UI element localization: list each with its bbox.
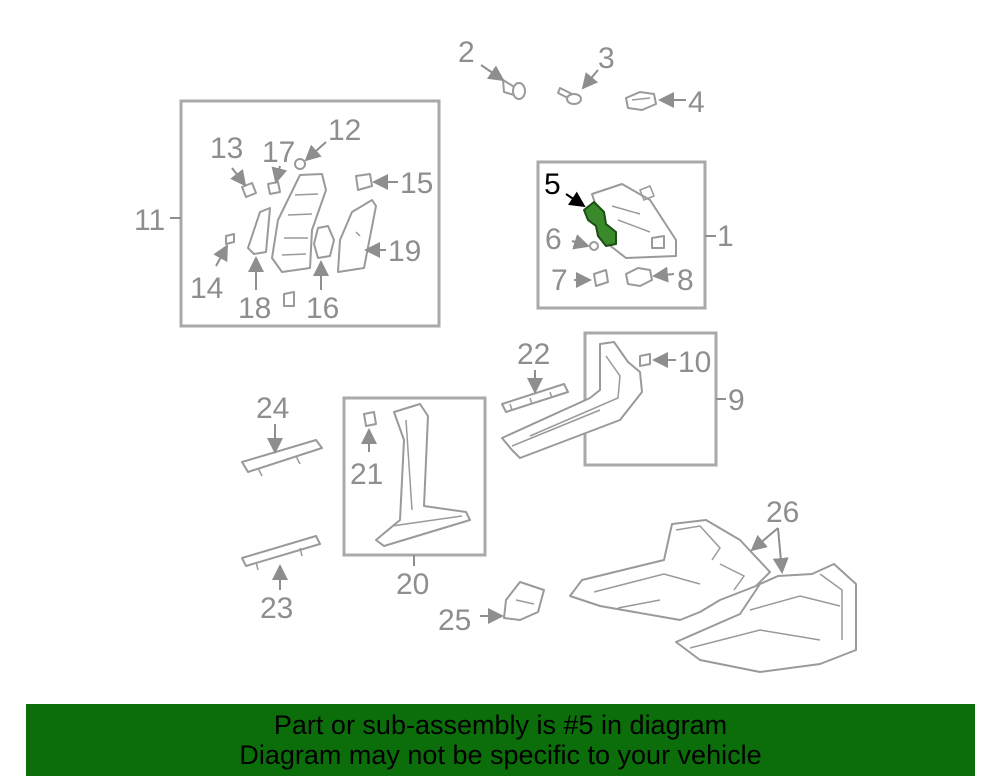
part-5-handle-highlighted[interactable] <box>583 201 617 247</box>
part-26-floor-carpet-rear <box>675 563 857 673</box>
callout-26: 26 <box>766 496 799 529</box>
callout-3: 3 <box>598 42 615 75</box>
part-21-clip <box>363 411 377 427</box>
callout-9: 9 <box>728 384 745 417</box>
callout-20: 20 <box>396 568 429 601</box>
part-23-scuff-plate <box>241 535 321 571</box>
callout-18: 18 <box>238 292 271 325</box>
part-4-cover <box>625 91 657 111</box>
part-25-bracket <box>503 581 545 621</box>
part-26-floor-carpet-front <box>569 519 771 621</box>
callout-10: 10 <box>678 346 711 379</box>
callout-17: 17 <box>262 136 295 169</box>
part-10-clip <box>639 353 651 367</box>
callout-2: 2 <box>458 36 475 69</box>
group-box-11 <box>179 99 441 328</box>
part-2-push-pin <box>502 79 526 100</box>
callout-6: 6 <box>545 223 562 256</box>
callout-8: 8 <box>677 264 694 297</box>
part-16-bracket <box>313 225 335 259</box>
part-8-cover <box>625 267 653 287</box>
part-pillar-trim <box>271 173 327 273</box>
callout-5: 5 <box>544 168 561 201</box>
part-19-panel <box>337 199 377 273</box>
callout-13: 13 <box>210 132 243 165</box>
part-7-clip <box>593 269 609 287</box>
info-banner: Part or sub-assembly is #5 in diagram Di… <box>26 704 975 776</box>
part-17-clip <box>267 181 281 195</box>
callout-25: 25 <box>438 604 471 637</box>
callout-12: 12 <box>328 114 361 147</box>
callout-19: 19 <box>388 235 421 268</box>
part-6-screw <box>589 241 599 251</box>
callout-24: 24 <box>256 392 289 425</box>
part-12-clip <box>294 158 306 170</box>
callout-15: 15 <box>400 167 433 200</box>
part-18b-clip <box>283 291 295 307</box>
part-14-clip <box>225 233 235 245</box>
callout-7: 7 <box>551 264 568 297</box>
callout-23: 23 <box>260 592 293 625</box>
part-20-pillar-trim <box>375 403 471 547</box>
callout-11: 11 <box>134 204 165 237</box>
banner-line-2: Diagram may not be specific to your vehi… <box>239 740 762 770</box>
part-9-sill-plate <box>501 341 643 459</box>
callout-16: 16 <box>306 292 339 325</box>
part-22-scuff-strip <box>501 383 569 413</box>
part-15-clip <box>355 173 373 191</box>
callout-14: 14 <box>190 272 223 305</box>
banner-line-1: Part or sub-assembly is #5 in diagram <box>273 710 728 740</box>
part-24-scuff-plate <box>241 439 323 477</box>
callout-1: 1 <box>717 220 734 253</box>
callout-22: 22 <box>517 338 550 371</box>
part-3-screw <box>557 87 582 105</box>
part-18-strip <box>247 207 271 255</box>
callout-4: 4 <box>688 86 705 119</box>
callout-21: 21 <box>350 458 383 491</box>
